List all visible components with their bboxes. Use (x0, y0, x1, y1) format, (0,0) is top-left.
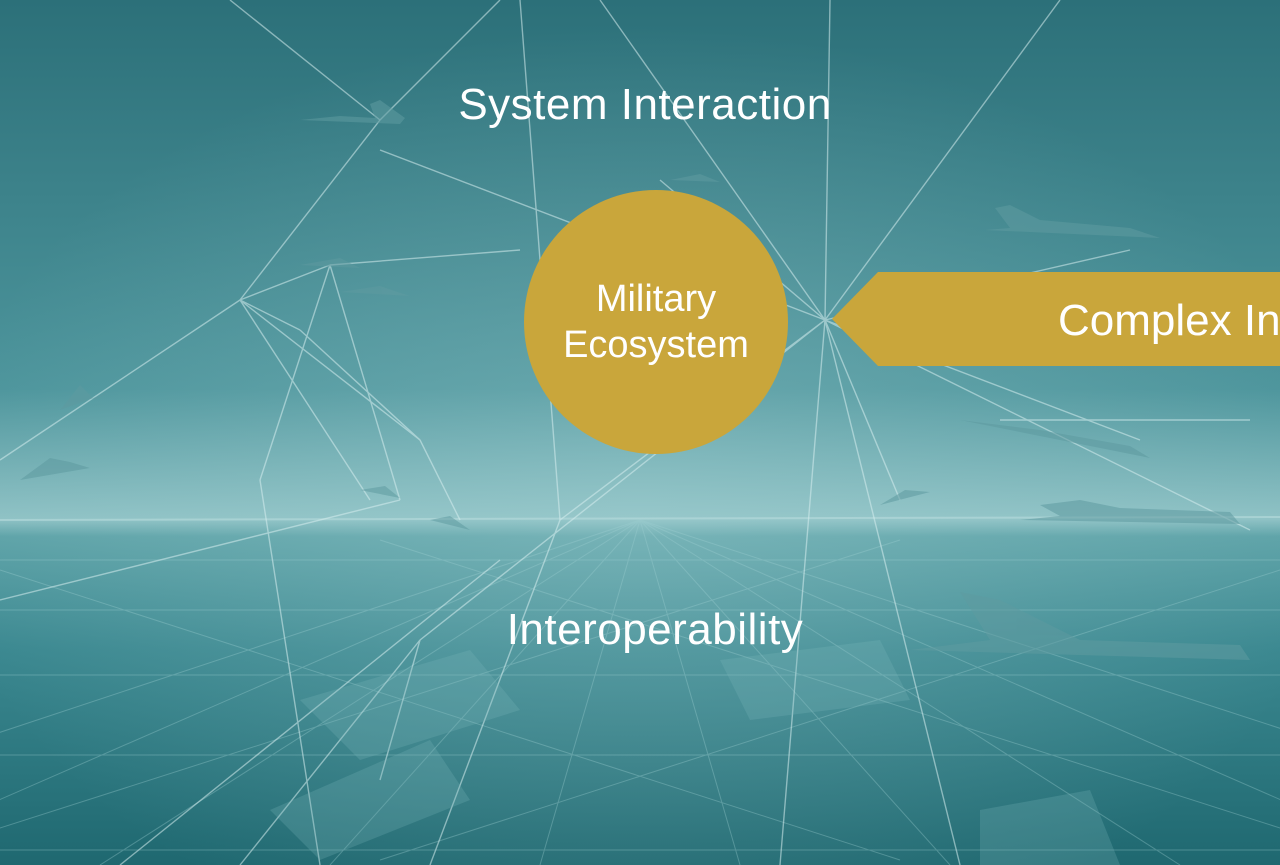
top-label: System Interaction (458, 80, 832, 129)
military-ecosystem-circle: Military Ecosystem (524, 190, 788, 454)
aircraft-silhouettes (20, 100, 1250, 660)
bottom-label: Interoperability (506, 605, 804, 654)
arrow-banner (832, 272, 1280, 366)
circle-line-2: Ecosystem (563, 324, 749, 366)
circle-line-1: Military (595, 278, 717, 320)
ground-patches (270, 640, 1120, 865)
arrow-banner-label: Complex In (1058, 296, 1280, 345)
sea-grid (0, 519, 1280, 865)
